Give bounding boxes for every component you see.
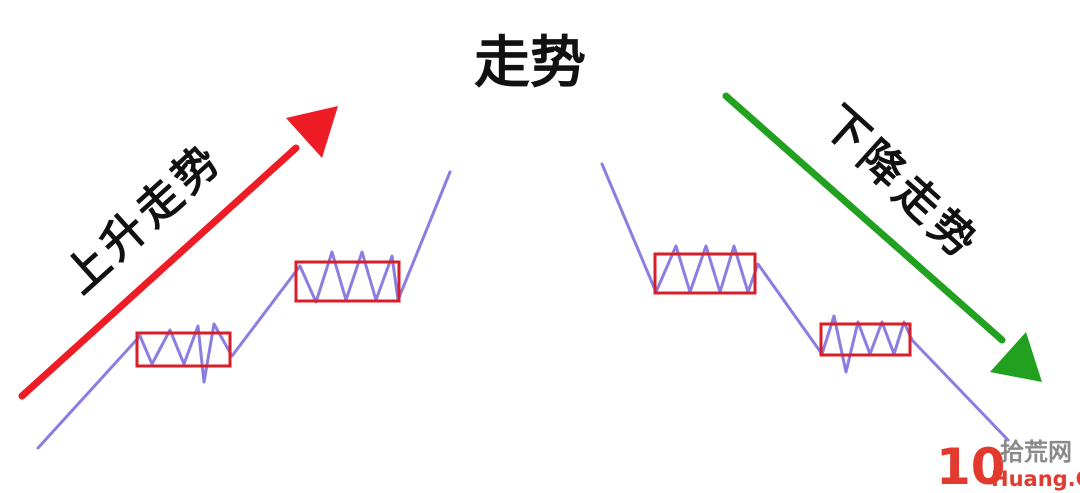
uptrend-consolidation-box-1 [135, 331, 232, 368]
up-arrow-head [286, 106, 338, 158]
down-arrow-shaft [722, 92, 1006, 344]
watermark-name-cn: 拾荒网 [1000, 438, 1072, 466]
up-arrow-icon [18, 106, 338, 400]
downtrend-consolidation-box-2 [819, 322, 912, 357]
watermark-name-en: Huang.CN [991, 467, 1080, 491]
diagram-title: 走势 [474, 31, 586, 96]
uptrend-consolidation-box-2 [294, 260, 401, 303]
uptrend-price-line [36, 170, 452, 450]
up-arrow-shaft [18, 144, 300, 400]
watermark-logo-icon: 10 [936, 438, 1006, 493]
down-arrow-icon [722, 92, 1042, 382]
watermark: 10 拾荒网 Huang.CN [936, 438, 1080, 493]
down-arrow-head [990, 332, 1042, 382]
downtrend-consolidation-box-1 [653, 252, 757, 295]
